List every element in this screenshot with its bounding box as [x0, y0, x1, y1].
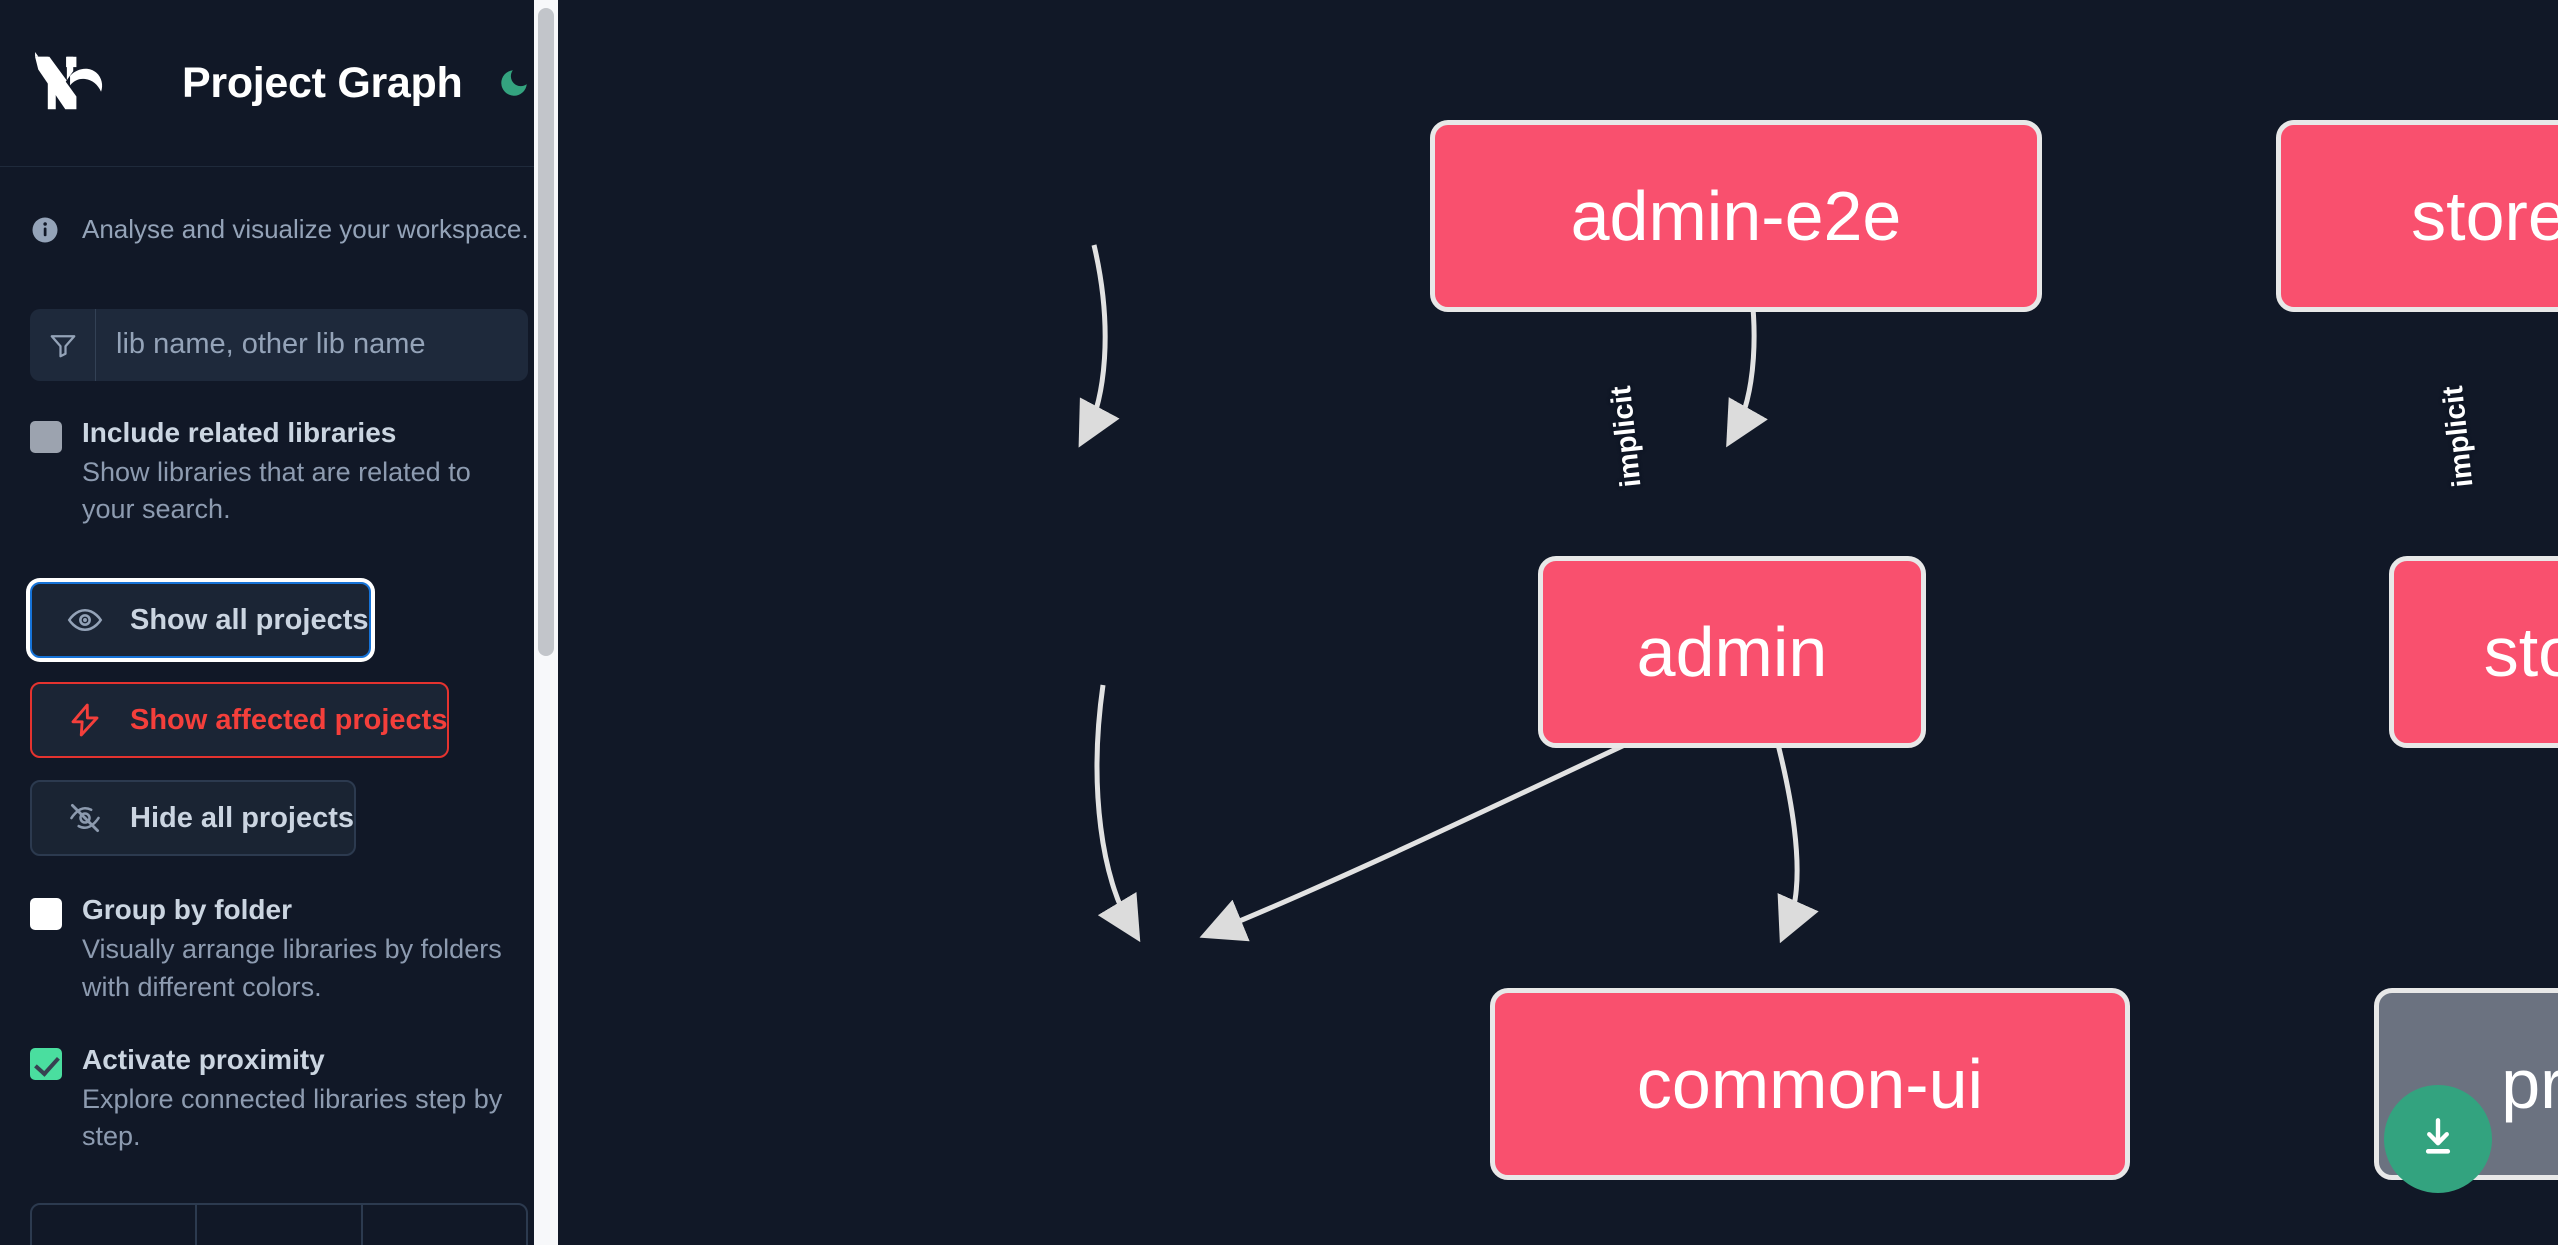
graph-canvas[interactable]: admin-e2e store-e2e admin store common-u… — [558, 0, 2558, 1245]
eye-off-icon — [66, 799, 104, 837]
option-activate-proximity[interactable]: Activate proximity Explore connected lib… — [0, 1042, 558, 1156]
proximity-step-segmented-control[interactable] — [30, 1203, 528, 1245]
option-description: Show libraries that are related to your … — [82, 456, 471, 525]
checkbox-activate-proximity[interactable] — [30, 1047, 62, 1080]
info-icon — [30, 215, 60, 245]
filter-funnel-icon — [30, 308, 96, 381]
sidebar-header: Project Graph — [0, 0, 558, 167]
option-description: Explore connected libraries step by step… — [82, 1083, 503, 1152]
graph-node-admin-e2e[interactable]: admin-e2e — [1430, 120, 2042, 312]
segment-option-2[interactable] — [197, 1205, 363, 1245]
edge-admin-to-common-ui — [1094, 684, 1141, 943]
segment-option-3[interactable] — [363, 1205, 526, 1245]
lightning-bolt-icon — [66, 701, 104, 739]
show-all-projects-button[interactable]: Show all projects — [30, 582, 371, 659]
sidebar-scrollbar-thumb[interactable] — [538, 8, 554, 656]
node-label: admin-e2e — [1570, 177, 1902, 255]
sidebar: Project Graph Analyse and visualize your… — [0, 0, 558, 1245]
graph-node-admin[interactable]: admin — [1538, 556, 1926, 748]
button-label: Show all projects — [130, 603, 369, 636]
download-icon — [2413, 1113, 2463, 1166]
option-description: Visually arrange libraries by folders wi… — [82, 934, 502, 1002]
node-label: store — [2483, 613, 2558, 691]
checkbox-include-related-libraries[interactable] — [30, 420, 62, 453]
button-label: Hide all projects — [130, 801, 355, 834]
node-label: admin — [1636, 613, 1828, 691]
search-input[interactable] — [96, 308, 528, 381]
node-label: products — [2501, 1045, 2558, 1123]
nx-logo-icon — [30, 52, 126, 114]
node-label: store-e2e — [2411, 177, 2558, 255]
graph-node-store[interactable]: store — [2389, 556, 2558, 748]
segment-option-1[interactable] — [32, 1205, 198, 1245]
option-label: Activate proximity — [82, 1043, 325, 1075]
sidebar-scrollbar[interactable] — [534, 0, 558, 1245]
search-field[interactable] — [30, 308, 528, 381]
node-label: common-ui — [1636, 1045, 1984, 1123]
page-title: Project Graph — [182, 58, 463, 107]
option-label: Include related libraries — [82, 416, 397, 448]
option-label: Group by folder — [82, 894, 292, 926]
edge-admin-e2e-to-admin — [1078, 244, 1120, 448]
download-graph-button[interactable] — [2384, 1085, 2492, 1193]
show-affected-projects-button[interactable]: Show affected projects — [30, 682, 450, 759]
button-label: Show affected projects — [130, 703, 448, 736]
workspace-tagline: Analyse and visualize your workspace. — [0, 167, 558, 247]
tagline-text: Analyse and visualize your workspace. — [82, 214, 529, 244]
graph-node-common-ui[interactable]: common-ui — [1490, 988, 2130, 1180]
projects-button-group: Show all projects Show affected projects — [30, 582, 528, 857]
moon-icon[interactable] — [492, 61, 536, 105]
eye-icon — [66, 601, 104, 639]
option-include-related-libraries[interactable]: Include related libraries Show libraries… — [0, 415, 558, 529]
graph-node-store-e2e[interactable]: store-e2e — [2276, 120, 2558, 312]
checkbox-group-by-folder[interactable] — [30, 898, 62, 931]
hide-all-projects-button[interactable]: Hide all projects — [30, 780, 357, 857]
option-group-by-folder[interactable]: Group by folder Visually arrange librari… — [0, 892, 558, 1006]
